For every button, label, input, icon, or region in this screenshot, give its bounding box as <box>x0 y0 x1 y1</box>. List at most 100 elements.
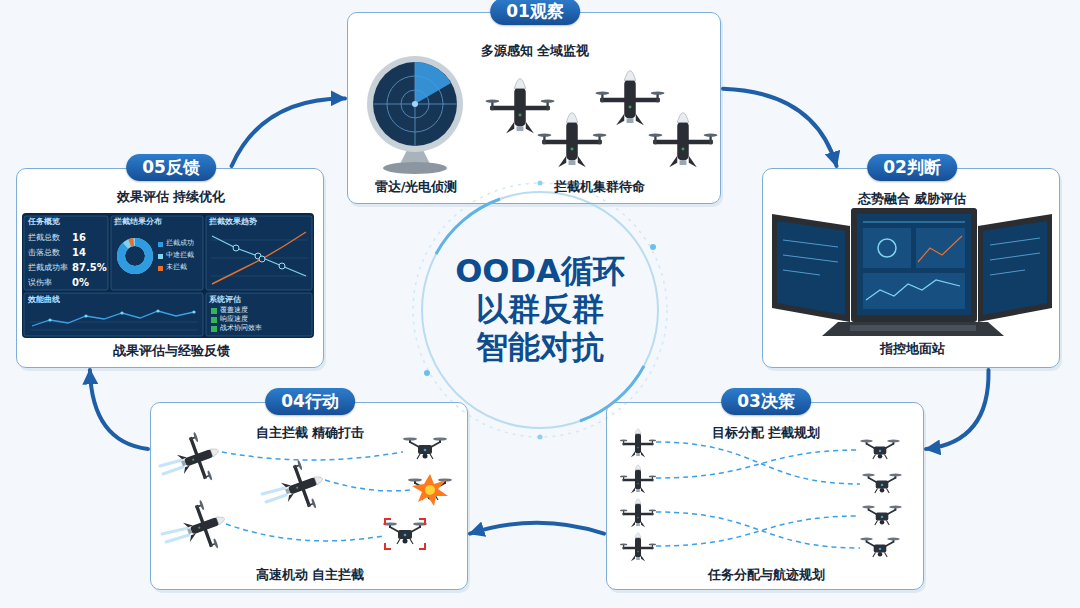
radar-illustration <box>415 62 451 104</box>
dashboard-label: 战术协同效率 <box>220 325 262 333</box>
panel-backgrounds <box>347 12 721 204</box>
stage-caption: 高速机动 自主拦截 <box>256 567 365 583</box>
dashboard-illustration <box>156 309 159 312</box>
dashboard-illustration <box>279 263 285 269</box>
dashboard-illustration <box>211 326 217 332</box>
dashboard-illustration <box>212 232 306 284</box>
strike-illustration <box>222 452 403 460</box>
dashboard-label: 误伤率 <box>28 279 52 288</box>
dashboard-illustration <box>111 216 203 290</box>
dashboard-illustration <box>30 322 198 323</box>
ground-station-laptop <box>983 221 1047 315</box>
strike-illustration <box>226 524 383 541</box>
ground-station-laptop <box>783 270 820 275</box>
strike-illustration <box>383 522 427 544</box>
dashboard-illustration <box>206 293 312 336</box>
dashboard-illustration <box>212 236 306 276</box>
dashboard-label: 任务概览 <box>28 218 60 226</box>
dashboard-illustration <box>24 216 108 290</box>
flow-arrow <box>90 370 148 449</box>
strike-illustration <box>266 495 286 502</box>
legend-text: 中途拦截 <box>166 252 194 260</box>
strike-illustration <box>412 474 448 506</box>
dashboard-label: 响应速度 <box>220 316 248 324</box>
dashboard-illustration <box>121 242 149 270</box>
strike-illustration <box>325 480 410 491</box>
radar-illustration <box>373 62 457 146</box>
legend-text: 拦截成功 <box>166 240 194 248</box>
stage-tab: 03决策 <box>721 388 811 415</box>
dashboard-label: 拦截总数 <box>28 234 60 243</box>
ground-station-laptop <box>918 236 962 262</box>
ground-station-laptop <box>863 222 965 223</box>
dashboard-illustration <box>48 318 51 321</box>
assignment-illustration <box>620 429 902 562</box>
ground-station-laptop <box>822 322 1004 336</box>
strike-illustration <box>222 452 410 541</box>
center-rings <box>580 366 644 421</box>
dashboard-label: 87.5% <box>72 262 107 273</box>
strike-illustration <box>425 485 435 495</box>
center-title: 以群反群 <box>476 291 604 329</box>
dashboard-illustration <box>211 308 217 314</box>
assignment-illustration <box>656 450 860 478</box>
interceptor-swarm <box>596 71 665 126</box>
dashboard-label: 14 <box>72 247 86 258</box>
strike-illustration <box>419 519 425 525</box>
assignment-illustration <box>620 533 656 562</box>
stage-panel: 03决策目标分配 拦截规划任务分配与航迹规划 <box>606 402 924 590</box>
strike-illustration <box>178 495 233 557</box>
panel-backgrounds <box>606 402 924 590</box>
flow-arrow <box>470 523 604 534</box>
stage-panel: 01观察多源感知 全域监视雷达/光电侦测拦截机集群待命 <box>347 12 721 204</box>
dashboard-illustration <box>121 242 149 270</box>
center-rings <box>424 370 430 376</box>
center-circle: OODA循环以群反群智能对抗 <box>425 195 655 425</box>
panel-backgrounds <box>16 168 324 368</box>
dashboard-label: 效能曲线 <box>28 296 60 304</box>
center-rings <box>413 181 667 440</box>
ground-station-laptop <box>777 221 845 315</box>
stage-caption: 指控地面站 <box>880 341 945 357</box>
dashboard-illustration <box>120 311 123 314</box>
stage-caption: 战果评估与经验反馈 <box>113 343 230 359</box>
panel-backgrounds <box>16 12 1062 593</box>
ground-station-laptop <box>851 208 977 322</box>
dashboard-label: 击落总数 <box>28 249 60 258</box>
stage-subtitle: 自主拦截 精确打击 <box>256 425 365 441</box>
assignment-illustration <box>860 538 900 557</box>
ground-station-laptop <box>866 280 960 300</box>
strike-illustration <box>276 455 331 517</box>
ground-station-laptop <box>783 222 1040 275</box>
strike-illustration <box>403 437 447 459</box>
dashboard-illustration <box>233 245 285 269</box>
dashboard-illustration <box>24 216 312 336</box>
stage-caption: 雷达/光电侦测 <box>375 179 458 195</box>
dashboard-illustration <box>48 309 195 321</box>
radar-illustration <box>412 101 418 107</box>
ground-station-laptop <box>978 214 1052 322</box>
strike-illustration <box>160 427 452 557</box>
stage-subtitle: 多源感知 全域监视 <box>481 43 590 59</box>
center-title: OODA循环 <box>455 253 625 291</box>
dashboard-illustration <box>206 216 312 290</box>
ground-station-laptop <box>783 255 838 262</box>
interceptor-swarm <box>486 71 718 168</box>
stage-panel: 04行动自主拦截 精确打击高速机动 自主拦截 <box>150 402 468 590</box>
radar-illustration <box>367 56 463 152</box>
dashboard-illustration <box>22 213 314 338</box>
ground-station-laptop <box>990 238 1040 245</box>
dashboard-label: 拦截效果趋势 <box>209 218 257 226</box>
ground-station-laptop <box>783 240 838 247</box>
assignment-illustration <box>862 506 902 525</box>
strike-illustration <box>162 528 188 534</box>
stage-subtitle: 目标分配 拦截规划 <box>712 425 821 441</box>
strike-illustration <box>385 519 425 549</box>
center-rings <box>436 199 500 254</box>
ground-station-laptop <box>772 214 850 322</box>
center-title: 智能对抗 <box>476 329 604 367</box>
stage-caption: 任务分配与航迹规划 <box>708 567 825 583</box>
dashboard-illustration <box>233 245 239 251</box>
dashboard-illustration <box>22 213 314 338</box>
